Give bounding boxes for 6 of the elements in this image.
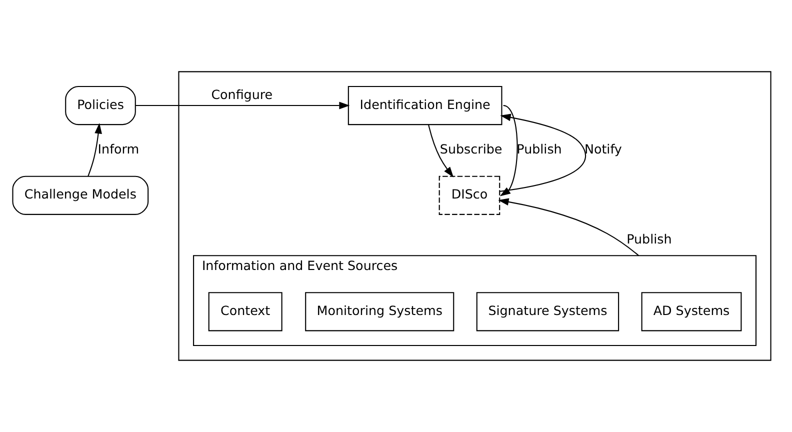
edge-label: Publish — [626, 232, 672, 247]
edge-label: Subscribe — [440, 142, 502, 157]
edge-label: Configure — [211, 86, 273, 102]
edge-label: Notify — [584, 142, 622, 157]
edge-label: Inform — [98, 142, 140, 157]
edge-label: Publish — [516, 142, 562, 157]
